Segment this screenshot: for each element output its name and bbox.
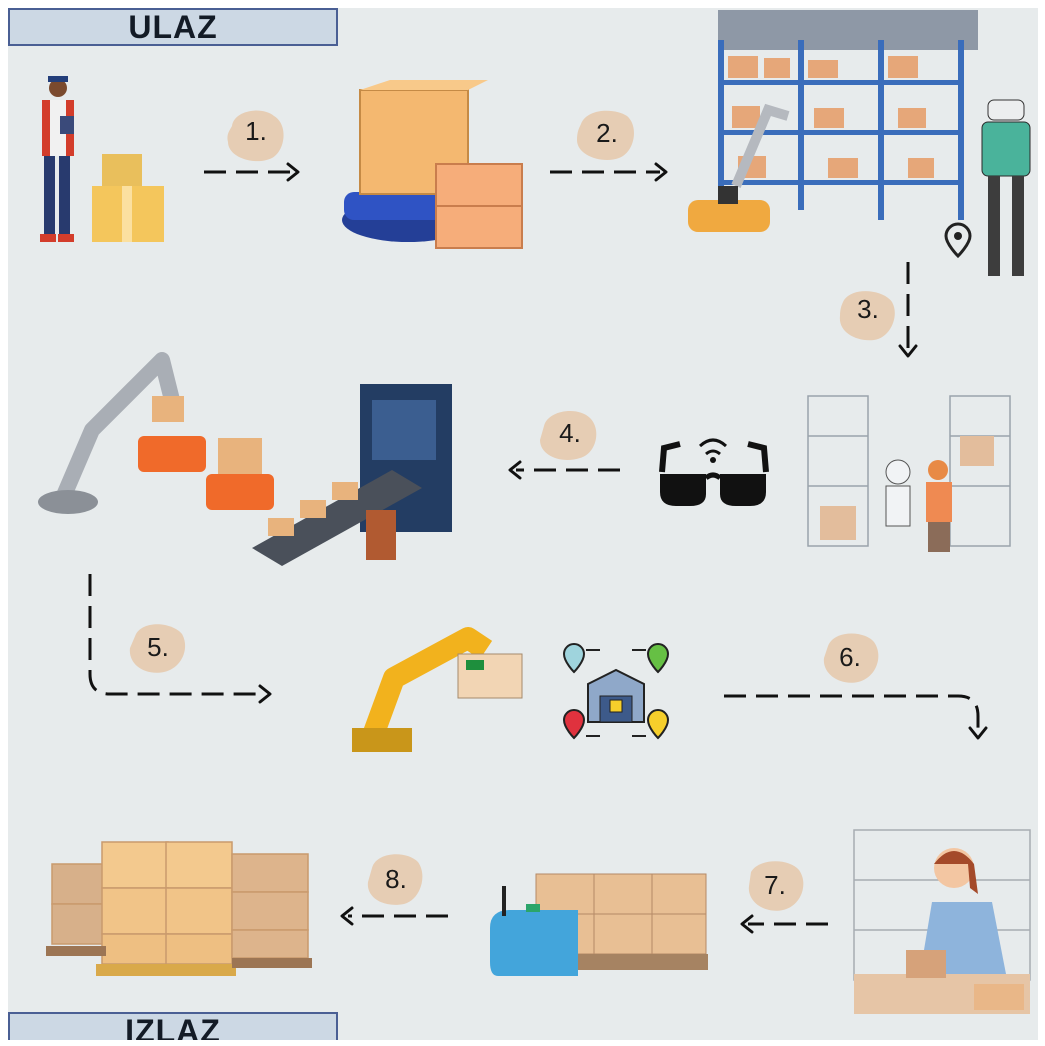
shelving-robot-icon bbox=[688, 10, 1031, 276]
agv-with-boxes-icon bbox=[342, 80, 523, 249]
step-2-number: 2. bbox=[596, 118, 618, 148]
step-4-blob bbox=[540, 411, 597, 460]
step-7-number: 7. bbox=[764, 870, 786, 900]
warehouse-worker-icon bbox=[40, 76, 164, 242]
step-6-blob bbox=[823, 633, 879, 683]
yellow-robot-arm-icon bbox=[352, 627, 523, 752]
step-2-blob bbox=[577, 110, 634, 160]
smart-glasses-icon bbox=[659, 438, 769, 506]
step-5-number: 5. bbox=[147, 632, 169, 662]
entry-label: ULAZ bbox=[8, 8, 338, 46]
process-diagram: ULAZ IZLAZ 1. 2. 3. 4. 5. 6. 7. 8. bbox=[8, 8, 1038, 1040]
step-7-blob bbox=[748, 861, 804, 911]
packing-worker-icon bbox=[853, 829, 1031, 1014]
step-3-blob bbox=[839, 291, 895, 341]
exit-label: IZLAZ bbox=[8, 1012, 338, 1040]
step-3-number: 3. bbox=[857, 294, 879, 324]
arrow-6 bbox=[724, 694, 980, 730]
warehouse-location-icon bbox=[562, 643, 670, 740]
robot-and-worker-picking-icon bbox=[807, 395, 1011, 552]
step-4-number: 4. bbox=[559, 418, 581, 448]
step-8-number: 8. bbox=[385, 864, 407, 894]
step-1-blob bbox=[227, 110, 284, 162]
step-6-number: 6. bbox=[839, 642, 861, 672]
step-1-number: 1. bbox=[245, 116, 267, 146]
pallet-stacks-icon bbox=[46, 841, 312, 976]
automation-conveyor-icon bbox=[38, 352, 452, 566]
flow-arrows bbox=[88, 162, 988, 934]
arrow-5 bbox=[88, 574, 264, 696]
step-5-blob bbox=[129, 624, 186, 673]
step-8-blob bbox=[367, 854, 423, 905]
amr-with-pallet-icon bbox=[490, 873, 708, 976]
